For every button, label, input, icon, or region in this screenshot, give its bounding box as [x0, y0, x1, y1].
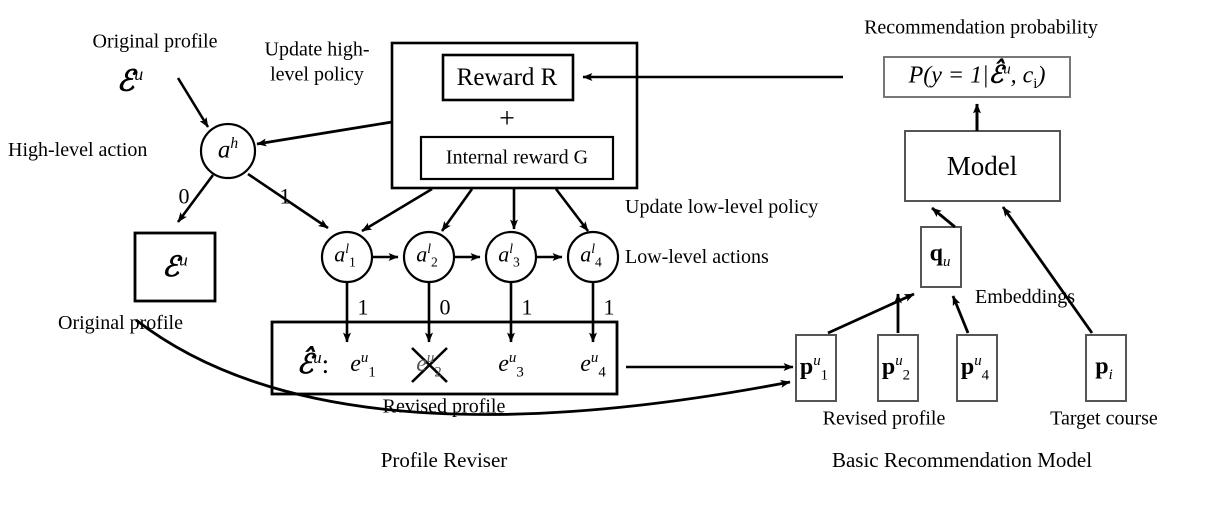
reward-r-box	[441, 53, 575, 102]
original-profile-top-label: Original profile	[92, 30, 218, 53]
target-course-caption: Target course	[1050, 407, 1158, 430]
branch-label-one: 1	[279, 183, 291, 209]
low-level-action-node-label-4: al4	[580, 240, 602, 270]
low-level-digit-4: 1	[603, 294, 615, 320]
arrow-user-embedding-to-model	[931, 206, 956, 229]
revised-profile-box	[270, 320, 619, 396]
target-embedding-label: pi	[1095, 353, 1113, 384]
arrow-original-profile-to-high-action	[176, 77, 210, 128]
revised-profile-item-2: eu2	[416, 349, 442, 381]
basic-recommendation-model-title: Basic Recommendation Model	[831, 447, 1093, 472]
user-embedding-box	[920, 226, 962, 288]
internal-reward-label: Internal reward G	[445, 146, 589, 169]
arrow-reward-to-a1	[361, 187, 433, 233]
high-level-action-node-label: ah	[217, 135, 239, 164]
branch-label-zero: 0	[178, 183, 190, 209]
probability-formula-head: P(y = 1|	[908, 62, 989, 89]
user-embedding-label: qu	[929, 240, 951, 271]
model-box	[904, 130, 1061, 202]
arrow-target-embedding-to-model	[1001, 206, 1094, 334]
low-level-digit-2: 0	[439, 294, 451, 320]
high-level-action-node	[199, 122, 257, 180]
profile-embedding-label-4: pu4	[960, 352, 990, 384]
arrow-reward-to-a4	[554, 188, 590, 232]
original-profile-symbol: ℰu	[116, 63, 144, 98]
high-level-action-label: High-level action	[8, 139, 148, 161]
probability-formula-close: )	[1037, 62, 1046, 89]
low-level-action-node-label-3: al3	[498, 240, 520, 270]
low-level-digit-3: 1	[521, 294, 533, 320]
profile-reviser-title: Profile Reviser	[380, 447, 508, 472]
arrow-p4-to-user-embedding	[951, 295, 970, 334]
revised-profile-caption-right: Revised profile	[822, 407, 946, 430]
target-embedding-box	[1085, 334, 1127, 402]
recommendation-probability-label: Recommendation probability	[864, 16, 1098, 39]
original-profile-box-symbol: ℰu	[162, 249, 188, 283]
arrow-reward-to-a2	[440, 188, 474, 232]
revised-profile-item-3: eu3	[498, 349, 524, 381]
arrow-p1-to-user-embedding	[827, 292, 915, 335]
revised-profile-item-4: eu4	[580, 349, 606, 381]
original-profile-bottom-label: Original profile	[58, 312, 183, 334]
original-profile-box	[133, 231, 217, 303]
profile-embedding-box-1	[795, 334, 837, 402]
profile-embedding-label-2: pu2	[881, 352, 911, 384]
revised-profile-caption-left: Revised profile	[382, 395, 506, 418]
embeddings-label: Embeddings	[975, 286, 1075, 308]
probability-box	[883, 56, 1071, 98]
low-level-action-node-label-1: al1	[334, 240, 356, 270]
revised-profile-prefix: ℰ̂u:	[296, 347, 330, 380]
probability-formula-tail: , c	[1010, 62, 1034, 89]
low-level-actions-label: Low-level actions	[625, 246, 769, 268]
arrow-branch-one	[247, 172, 329, 230]
reward-plus-sign: +	[499, 103, 515, 135]
profile-embedding-box-2	[877, 334, 919, 402]
profile-embedding-label-1: pu1	[799, 352, 829, 384]
low-level-digit-1: 1	[357, 294, 369, 320]
update-high-level-policy-line2: level policy	[270, 63, 364, 86]
model-box-label: Model	[946, 150, 1018, 181]
arrow-update-high-level-policy	[256, 120, 393, 147]
profile-embedding-box-4	[956, 334, 998, 402]
probability-formula: P(y = 1|ℰ̂u, ci)	[908, 59, 1046, 93]
update-high-level-policy-line1: Update high-	[264, 38, 370, 61]
revised-profile-item-1: eu1	[350, 349, 376, 381]
low-level-action-node-label-2: al2	[416, 240, 438, 270]
update-low-level-policy-label: Update low-level policy	[625, 196, 819, 218]
arrow-original-profile-to-embeddings	[135, 318, 791, 416]
reward-r-label: Reward R	[456, 63, 558, 91]
arrow-branch-zero	[176, 174, 215, 223]
strikeout-e2-icon	[411, 347, 448, 383]
internal-reward-box	[419, 135, 615, 181]
